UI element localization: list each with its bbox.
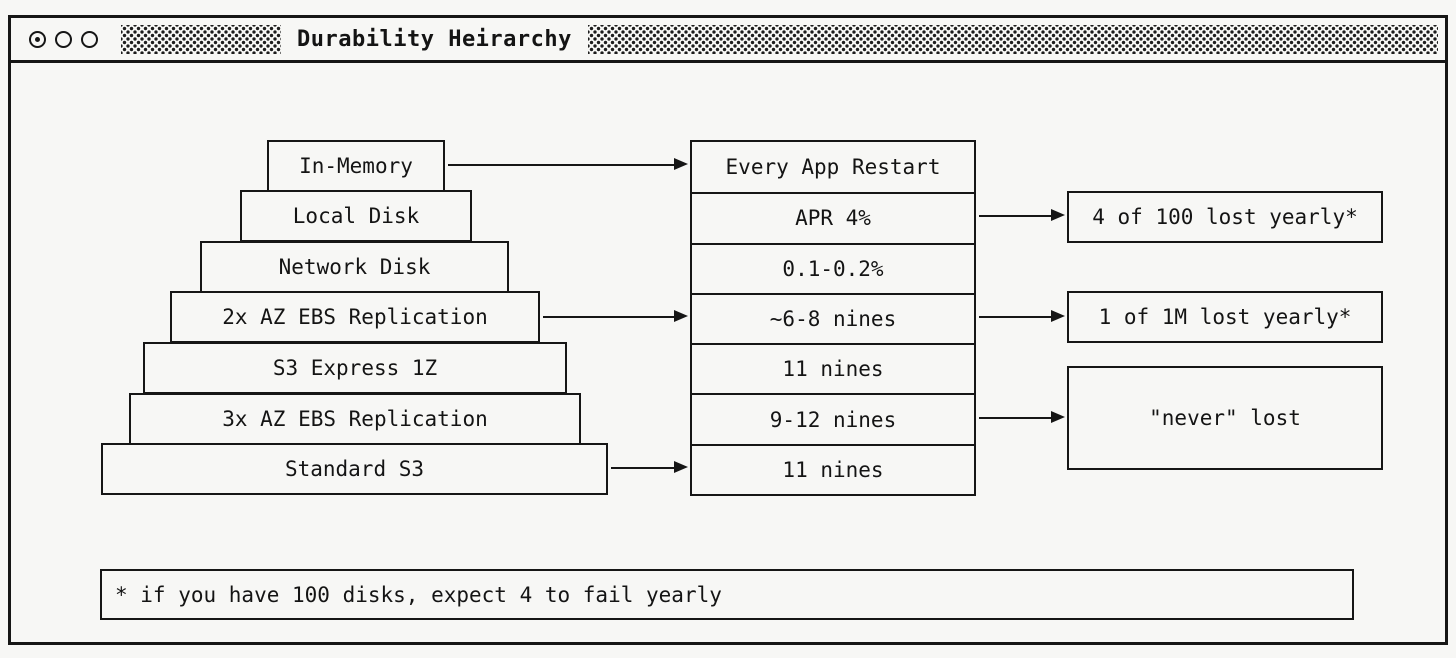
- outcome-label: "never" lost: [1149, 406, 1301, 430]
- outcome-box-4-of-100: 4 of 100 lost yearly*: [1067, 191, 1383, 243]
- titlebar-hatch-left: [121, 24, 281, 54]
- outcome-box-1-of-1m: 1 of 1M lost yearly*: [1067, 291, 1383, 343]
- stack-row-11-nines: 11 nines: [692, 343, 974, 393]
- window-title: Durability Heirarchy: [297, 26, 572, 52]
- stack-row-label: 11 nines: [782, 357, 884, 382]
- stack-row-label: ~6-8 nines: [769, 306, 897, 331]
- pyramid-level-label: Local Disk: [292, 204, 420, 228]
- window-control-circle-icon-1[interactable]: [55, 30, 72, 48]
- arrow-stack-to-never-lost: [979, 411, 1065, 424]
- stack-row-apr-4: APR 4%: [692, 192, 974, 242]
- durability-stack: Every App Restart APR 4% 0.1-0.2% ~6-8 n…: [690, 140, 976, 496]
- stack-row-6-8-nines: ~6-8 nines: [692, 292, 974, 343]
- outcome-label: 1 of 1M lost yearly*: [1098, 305, 1352, 329]
- pyramid-level-in-memory: In-Memory: [267, 140, 445, 192]
- pyramid-level-label: 2x AZ EBS Replication: [222, 305, 488, 329]
- title-bar: Durability Heirarchy: [11, 18, 1445, 63]
- arrow-stack-to-1-of-1m: [979, 310, 1065, 323]
- stack-row-9-12-nines: 9-12 nines: [692, 393, 974, 443]
- window: Durability Heirarchy In-Memory Local Dis…: [8, 15, 1448, 645]
- footnote-box: * if you have 100 disks, expect 4 to fai…: [100, 569, 1354, 620]
- window-control-circle-icon-2[interactable]: [81, 30, 98, 48]
- pyramid-level-standard-s3: Standard S3: [101, 443, 608, 495]
- stack-row-label: 11 nines: [782, 457, 884, 482]
- pyramid-level-label: Network Disk: [278, 255, 431, 279]
- stack-row-label: Every App Restart: [725, 155, 941, 180]
- pyramid-level-label: In-Memory: [299, 154, 413, 178]
- window-control-dotted-icon[interactable]: [29, 30, 46, 48]
- pyramid-level-network-disk: Network Disk: [200, 241, 509, 293]
- titlebar-hatch-right: [587, 24, 1438, 54]
- pyramid-level-label: 3x AZ EBS Replication: [222, 407, 488, 431]
- pyramid-level-3x-az-ebs: 3x AZ EBS Replication: [129, 393, 581, 445]
- diagram-canvas: In-Memory Local Disk Network Disk 2x AZ …: [11, 63, 1445, 642]
- arrow-2x-az-ebs-to-stack: [543, 310, 688, 323]
- stack-row-11-nines-bottom: 11 nines: [692, 443, 974, 494]
- outcome-label: 4 of 100 lost yearly*: [1092, 205, 1358, 229]
- outcome-box-never-lost: "never" lost: [1067, 366, 1383, 470]
- pyramid-level-label: Standard S3: [284, 457, 425, 481]
- pyramid-level-local-disk: Local Disk: [240, 190, 472, 242]
- pyramid-level-s3-express-1z: S3 Express 1Z: [143, 342, 567, 394]
- pyramid-level-label: S3 Express 1Z: [272, 356, 438, 380]
- arrow-in-memory-to-stack: [448, 158, 688, 171]
- stack-row-label: 0.1-0.2%: [782, 256, 884, 281]
- arrow-standard-s3-to-stack: [611, 461, 688, 474]
- stack-row-every-app-restart: Every App Restart: [692, 142, 974, 192]
- stack-row-label: 9-12 nines: [769, 407, 897, 432]
- arrow-stack-to-4-of-100: [979, 209, 1065, 222]
- pyramid-level-2x-az-ebs: 2x AZ EBS Replication: [170, 291, 540, 343]
- footnote-text: * if you have 100 disks, expect 4 to fai…: [115, 582, 722, 607]
- stack-row-0-1-0-2: 0.1-0.2%: [692, 242, 974, 293]
- stack-row-label: APR 4%: [795, 206, 871, 231]
